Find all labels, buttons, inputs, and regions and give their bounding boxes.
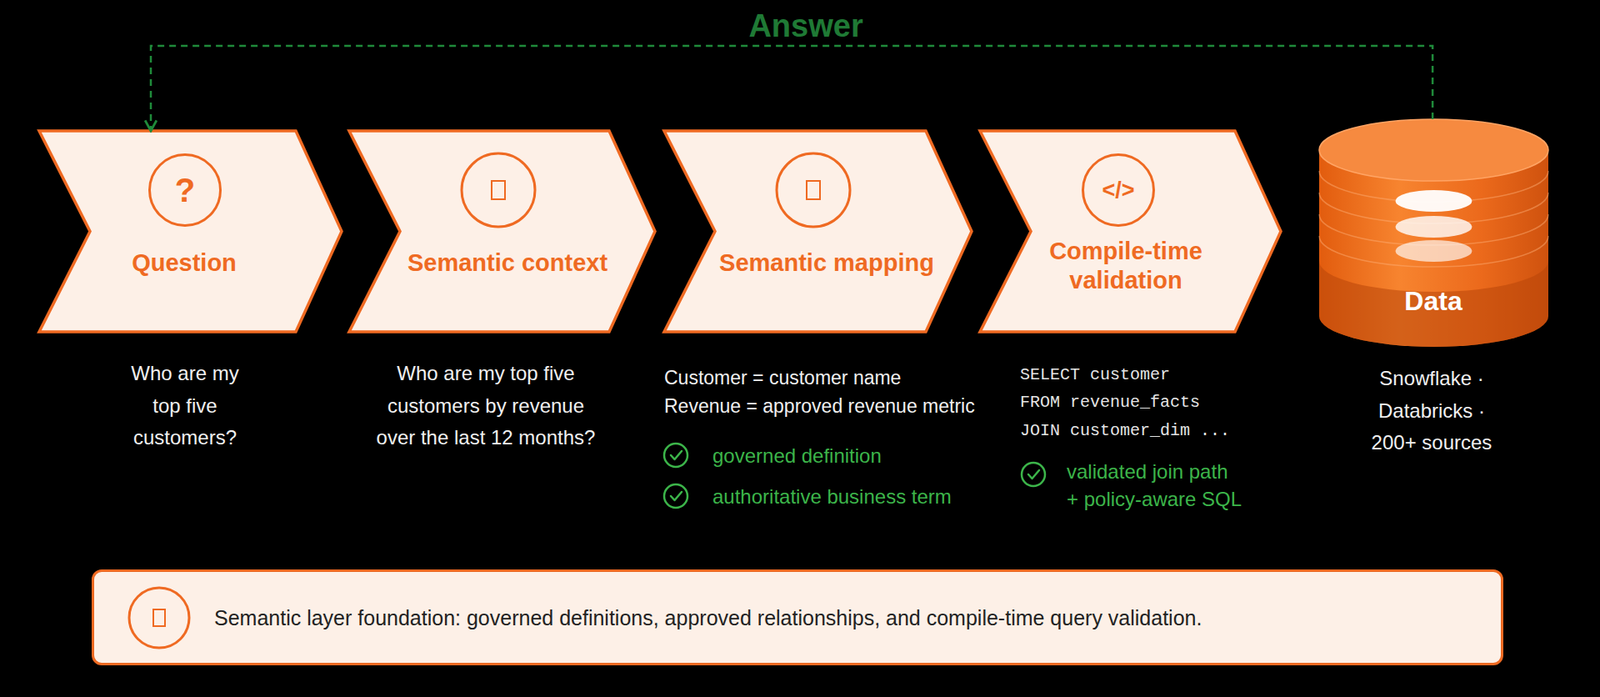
icon-symbol	[491, 180, 505, 200]
source-list: Snowflake · Databricks · 200+ sources	[1360, 362, 1503, 460]
icon-circle: </>	[1081, 153, 1155, 227]
cylinder-top	[1319, 119, 1549, 181]
code-line: JOIN customer_dim ...	[1020, 416, 1230, 445]
step-chevron: QuestionWho are my top five customers??	[39, 130, 342, 332]
icon-symbol	[153, 609, 165, 626]
check-note: validated join path + policy-aware SQL	[1066, 457, 1244, 513]
icon-ring	[461, 153, 535, 227]
check-icon	[664, 443, 688, 467]
check-ring	[664, 443, 688, 467]
chevron-shape	[349, 130, 655, 332]
answer-connector	[150, 45, 1433, 131]
check-mark	[1028, 470, 1040, 479]
step-title: Question	[59, 248, 310, 278]
icon-circle: ?	[148, 153, 222, 227]
icon-ring	[129, 587, 190, 648]
check-ring	[1021, 462, 1045, 486]
foundation-note: Semantic layer foundation: governed defi…	[214, 604, 1202, 631]
check-icon	[664, 484, 688, 508]
step-title: Compile-time validation	[1034, 236, 1218, 295]
chevron-shape	[39, 130, 342, 332]
step-chevron: Semantic mappingCustomer = customer name…	[664, 130, 972, 332]
data-disk	[1395, 240, 1473, 262]
data-disk	[1395, 215, 1473, 238]
step-title: Semantic mapping	[689, 248, 965, 278]
icon-symbol	[806, 180, 820, 200]
foundation-icon	[129, 587, 190, 648]
step-question: Who are my top five customers by revenue…	[371, 357, 601, 455]
mapping-rule: Customer = customer name	[664, 365, 901, 390]
chevron-outline	[664, 130, 972, 332]
chevron-outline	[349, 130, 655, 332]
icon-ring	[776, 153, 850, 227]
icon-glyph: </>	[1101, 179, 1135, 202]
cylinder-ring	[1319, 235, 1549, 267]
store-title: Data	[1404, 285, 1462, 317]
chevron-shape	[980, 130, 1281, 332]
mapping-rule: Revenue = approved revenue metric	[664, 393, 975, 419]
cylinder-shade	[1319, 260, 1549, 347]
icon-glyph: ?	[175, 173, 195, 207]
check-note: governed definition	[712, 441, 882, 470]
edge-label: Answer	[748, 7, 863, 45]
step-title: Semantic context	[374, 248, 641, 278]
chevron-shape	[664, 130, 972, 332]
code-line: FROM revenue_facts	[1020, 388, 1200, 416]
step-question: Who are my top five customers?	[122, 357, 248, 455]
data-disk	[1395, 190, 1473, 212]
step-chevron: Compile-time validationSELECT customerFR…	[980, 130, 1281, 332]
data-store-cylinder: DataSnowflake · Databricks · 200+ source…	[1319, 119, 1549, 347]
check-mark	[670, 450, 682, 460]
check-note: authoritative business term	[712, 482, 952, 510]
context-icon	[461, 153, 535, 227]
step-chevron: Semantic contextWho are my top five cust…	[349, 130, 655, 332]
foundation-band: Semantic layer foundation: governed defi…	[91, 569, 1504, 665]
mapping-icon	[776, 153, 850, 227]
code-line: SELECT customer	[1020, 360, 1170, 389]
check-mark	[670, 491, 682, 500]
check-ring	[664, 484, 688, 508]
check-icon	[1021, 462, 1045, 486]
